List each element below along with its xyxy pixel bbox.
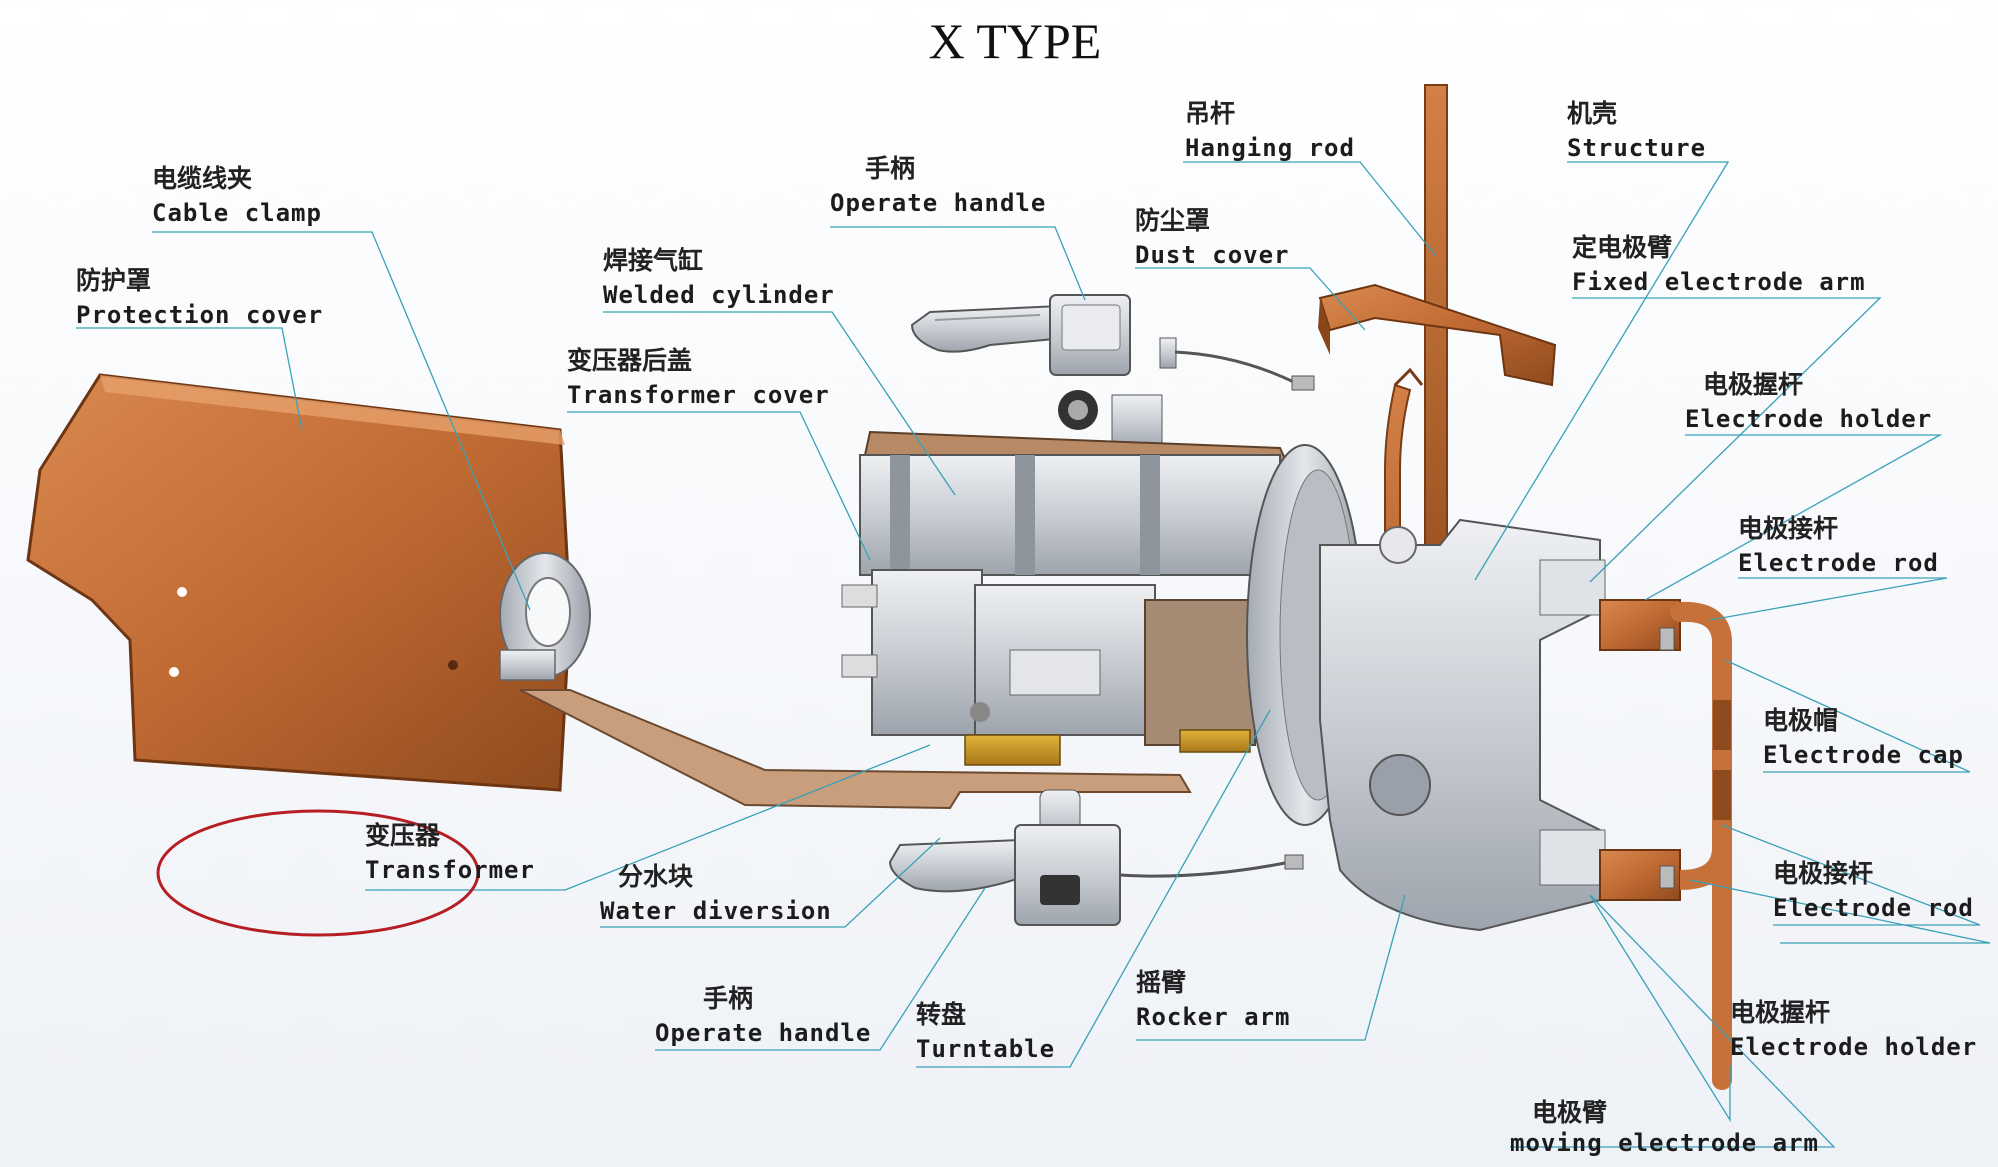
protection-cover-shape (26, 373, 572, 792)
page-title: X TYPE (928, 13, 1102, 69)
structure-shape (1319, 518, 1606, 932)
valve-block-shape (841, 569, 1256, 766)
transformer-highlight (156, 809, 480, 937)
electrode-assembly-shape (1599, 599, 1732, 1090)
bottom-handle-shape (888, 789, 1304, 926)
cable-clamp-shape (499, 552, 591, 681)
welded-cylinder-shape (859, 430, 1292, 576)
top-handle-shape (910, 294, 1315, 451)
dust-cover-shape (1318, 283, 1557, 387)
leader-lines (76, 161, 1991, 1148)
